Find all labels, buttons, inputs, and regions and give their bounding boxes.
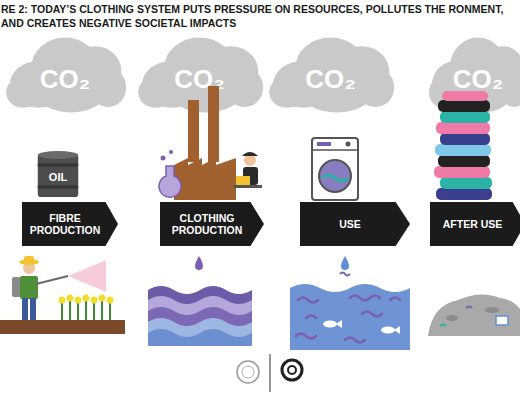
emission-label: CO₂ (174, 64, 225, 95)
clothes-stack (434, 91, 492, 200)
cloud-puff (296, 38, 366, 97)
factory-illustration (159, 86, 262, 200)
node-text-box: CO₂ (428, 36, 520, 114)
emission-label: CO₂ (305, 64, 356, 95)
node-text-box: CO₂ (137, 36, 262, 114)
barrel-body (38, 154, 78, 197)
node-text-box: CO₂ (268, 36, 393, 114)
stage-banner: USE (300, 202, 410, 246)
node-text-box: AFTER USE (430, 202, 520, 246)
node-text-box: FIBRE PRODUCTION (22, 202, 118, 246)
cloud-puff (269, 77, 304, 108)
barrel-ring (38, 164, 78, 167)
washing-machine (312, 138, 358, 200)
cloud-puff (6, 77, 40, 108)
stage-arrow (300, 202, 410, 246)
emission-cloud: CO₂ (5, 36, 125, 114)
stage-banner: FIBRE PRODUCTION (22, 202, 118, 246)
stage-label: CLOTHING PRODUCTION (164, 212, 250, 236)
stage-arrow (160, 202, 264, 246)
emission-label: CO₂ (40, 64, 91, 95)
emission-cloud: CO₂ (428, 36, 520, 114)
barrel-top (38, 151, 78, 159)
node-text-box: OIL (36, 150, 80, 200)
cloud-puff (138, 77, 173, 108)
microfibre-water (290, 256, 410, 350)
cloud-puff (165, 38, 235, 97)
emission-cloud: CO₂ (137, 36, 262, 114)
stage-banner: CLOTHING PRODUCTION (160, 202, 264, 246)
polluted-water (148, 256, 252, 346)
stage-label: USE (339, 218, 361, 230)
emission-cloud: CO₂ (268, 36, 393, 114)
node-text-box: CO₂ (5, 36, 125, 114)
figure-title: RE 2: TODAY’S CLOTHING SYSTEM PUTS PRESS… (1, 3, 520, 30)
stage-label: AFTER USE (443, 218, 503, 230)
cloud-puff (31, 38, 98, 97)
barrel-ring (38, 186, 78, 189)
node-text-box: CLOTHING PRODUCTION (160, 202, 264, 246)
emission-label: CO₂ (453, 64, 504, 95)
stage-label: FIBRE PRODUCTION (26, 212, 104, 236)
stage-arrow (430, 202, 520, 246)
logos (237, 354, 302, 392)
landfill (428, 294, 520, 336)
farmer-illustration (0, 256, 125, 334)
stage-banner: AFTER USE (430, 202, 520, 246)
oil-barrel: OIL (36, 150, 80, 200)
stage-arrow (22, 202, 118, 246)
node-text-box: USE (300, 202, 410, 246)
cloud-puff (450, 38, 506, 97)
barrel-label: OIL (49, 171, 67, 183)
